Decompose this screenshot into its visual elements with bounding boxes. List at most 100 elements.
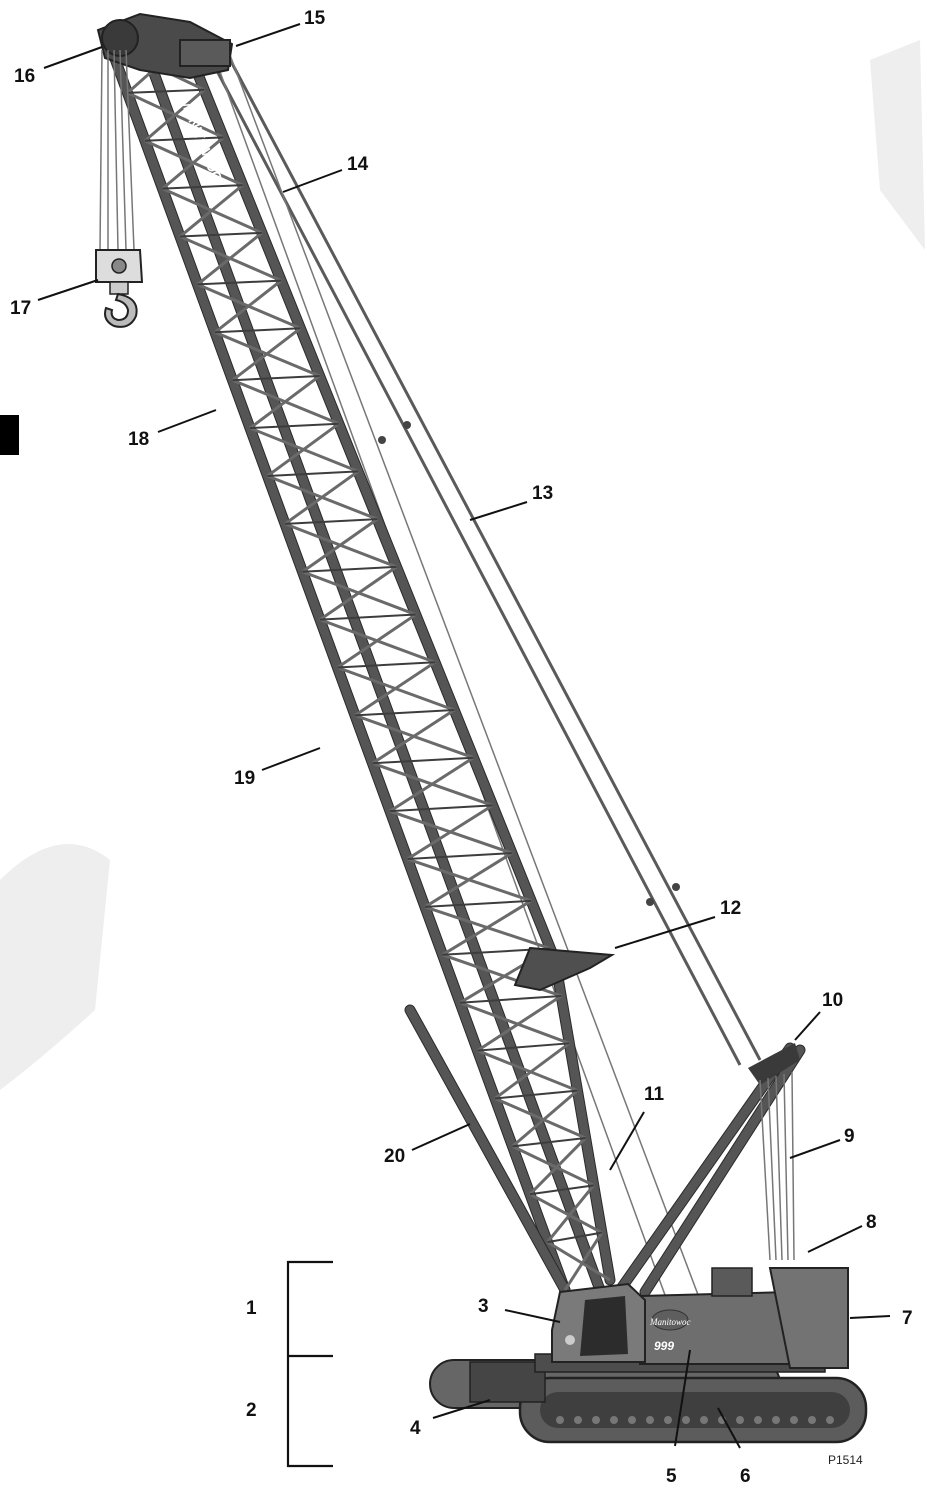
track-roller — [664, 1416, 672, 1424]
gantry — [614, 1042, 806, 1298]
boom-lacing-member — [459, 1001, 570, 1045]
boom-lacing-member — [407, 852, 512, 861]
callout-15: 15 — [304, 8, 326, 29]
callout-1: 1 — [246, 1298, 257, 1319]
boom-lacing-member — [127, 88, 205, 94]
callout-3: 3 — [478, 1296, 489, 1317]
boom-lacing-member — [389, 804, 493, 813]
boom-lacing-member — [528, 1136, 587, 1196]
callout-14: 14 — [347, 154, 369, 175]
boom-lacing-member — [354, 661, 436, 717]
boom-lacing-member — [371, 708, 456, 765]
boom-lacing-member — [512, 1136, 586, 1148]
gantry-top — [513, 946, 616, 992]
track-roller — [556, 1416, 564, 1424]
boom-lacing-member — [476, 1049, 579, 1093]
boom-lacing-member — [214, 279, 283, 334]
track-roller — [700, 1416, 708, 1424]
upper-works: Manitowoc 999 — [534, 1267, 849, 1373]
boom-lacing-member — [477, 1042, 570, 1052]
boom-lacing-member — [232, 374, 320, 382]
callout-2: 2 — [246, 1400, 257, 1421]
callout-5: 5 — [666, 1466, 677, 1487]
boom-lacing-member — [249, 374, 321, 430]
boom-lacing-member — [546, 1240, 611, 1282]
track-roller — [628, 1416, 636, 1424]
boom-lacing-member — [354, 708, 455, 717]
track-roller — [826, 1416, 834, 1424]
callout-17: 17 — [10, 298, 31, 319]
callout-4: 4 — [410, 1418, 421, 1439]
boom-pendants — [203, 47, 762, 1301]
callout-6: 6 — [740, 1466, 751, 1487]
boom-lacing-member — [197, 279, 282, 286]
callout-7: 7 — [902, 1308, 913, 1329]
boom-lacing-member — [214, 327, 301, 334]
callout-20: 20 — [384, 1146, 405, 1167]
boom-lacing-member — [162, 184, 243, 190]
boom-lacing-member — [284, 518, 378, 525]
boom-lacing-member — [179, 183, 244, 238]
boom-lacing-member — [144, 88, 206, 142]
callout-16: 16 — [14, 66, 35, 87]
track-roller — [754, 1416, 762, 1424]
track-roller — [646, 1416, 654, 1424]
boom-lacing-member — [529, 1184, 594, 1196]
boom-lacing-member — [301, 517, 379, 573]
watermark — [0, 40, 925, 1090]
track-roller — [808, 1416, 816, 1424]
boom-lacing-member — [284, 470, 359, 526]
boom-lacing-member — [406, 804, 494, 861]
track-roller — [772, 1416, 780, 1424]
boom-lacing-member — [529, 1192, 603, 1234]
boom-lacing-member — [337, 661, 436, 669]
boom-lacing-member — [563, 1231, 604, 1291]
boom-lacing-member — [547, 1231, 603, 1244]
boom-lacing-member — [267, 470, 359, 477]
track-roller — [592, 1416, 600, 1424]
boom-lacing-member — [161, 136, 225, 190]
load-block — [95, 49, 144, 328]
callout-19: 19 — [234, 768, 255, 789]
boom-lacing-member — [179, 231, 262, 238]
track-roller — [610, 1416, 618, 1424]
track-roller — [682, 1416, 690, 1424]
callout-labels: 1 2 3 4 5 6 7 8 9 10 11 12 13 14 15 16 1… — [10, 8, 913, 1487]
body-brand: Manitowoc — [649, 1317, 691, 1327]
boom-point-sheaves — [96, 12, 234, 80]
boom-lacing-member — [459, 994, 562, 1004]
boom-lacing-member — [511, 1144, 595, 1187]
boom-lacing-member — [302, 565, 397, 573]
callout-9: 9 — [844, 1126, 855, 1147]
boom-lacing-member — [336, 613, 417, 669]
boom-lacing-member — [441, 899, 532, 957]
boom-lacing-member — [546, 1184, 595, 1244]
boom-lacing-member — [372, 756, 474, 765]
boom-lacing-member — [319, 613, 416, 621]
boom-lacing-member — [494, 1089, 578, 1100]
callout-13: 13 — [532, 483, 553, 504]
boom-lacing-member — [249, 422, 339, 430]
boom-lacing-member — [476, 994, 563, 1052]
boom-lacing-member — [494, 1097, 587, 1140]
section-bracket — [286, 1260, 333, 1468]
callout-18: 18 — [128, 429, 149, 450]
lattice-boom: MANITOWOC — [104, 29, 616, 1296]
boom-lacing-member — [511, 1089, 579, 1148]
page-tab-mark — [0, 415, 19, 455]
boom-lacing-member — [424, 899, 532, 908]
track-roller — [790, 1416, 798, 1424]
boom-lacing-member — [196, 231, 263, 286]
track-roller — [574, 1416, 582, 1424]
model-number: 999 — [654, 1339, 674, 1353]
callout-10: 10 — [822, 990, 843, 1011]
callout-8: 8 — [866, 1212, 877, 1233]
callout-11: 11 — [644, 1084, 665, 1105]
boom-lacing-member — [319, 565, 398, 621]
boom-lacing-member — [231, 327, 302, 382]
callout-12: 12 — [720, 898, 741, 919]
figure-id: P1514 — [828, 1453, 863, 1467]
boom-lacing-member — [389, 756, 475, 813]
boom-lacing-member — [494, 1042, 571, 1100]
